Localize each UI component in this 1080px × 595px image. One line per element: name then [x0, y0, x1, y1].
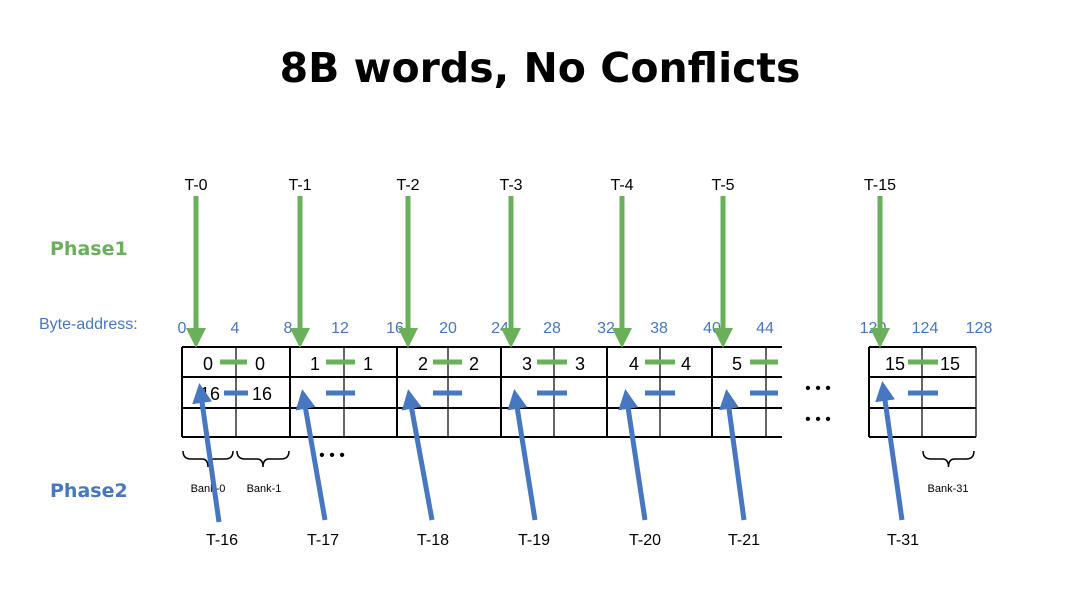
phase1-thread-label: T-2	[396, 177, 419, 194]
bank-label: Bank-1	[247, 483, 282, 495]
word-value: 15	[885, 354, 905, 374]
word-value: 5	[732, 354, 742, 374]
phase2-arrow	[719, 389, 747, 521]
phase2-arrow	[295, 389, 328, 521]
diagram-title: 8B words, No Conflicts	[279, 44, 801, 92]
word-value: 4	[629, 354, 639, 374]
phase2-label: Phase2	[50, 480, 128, 502]
bank-brace	[182, 450, 234, 468]
byte-address-label: Byte-address:	[39, 316, 138, 333]
phase2-thread-label: T-21	[728, 532, 760, 549]
byte-address-value: 40	[703, 320, 721, 337]
phase1-thread-label: T-4	[610, 177, 633, 194]
word-value: 1	[363, 354, 373, 374]
phase1-thread-label: T-3	[499, 177, 522, 194]
phase2-thread-label: T-20	[629, 532, 661, 549]
byte-address-value: 32	[597, 320, 615, 337]
bank-brace	[922, 450, 975, 468]
phase1-thread-label: T-1	[288, 177, 311, 194]
byte-address-value: 38	[650, 320, 668, 337]
byte-address-value: 8	[284, 320, 293, 337]
phase2-thread-label: T-19	[518, 532, 550, 549]
phase1-label: Phase1	[50, 238, 128, 260]
byte-address-value: 24	[491, 320, 509, 337]
bank-brace	[236, 450, 290, 468]
word-value: 16	[252, 384, 272, 404]
byte-address-value: 0	[178, 320, 187, 337]
word-value: 3	[522, 354, 532, 374]
phase2-arrow	[618, 389, 648, 521]
word-value: 15	[940, 354, 960, 374]
word-value: 2	[418, 354, 428, 374]
ellipsis: • • •	[805, 411, 831, 428]
phase2-arrow	[192, 383, 222, 523]
phase1-thread-label: T-0	[184, 177, 207, 194]
phase2-arrow	[507, 389, 538, 521]
byte-address-value: 128	[966, 320, 993, 337]
word-value: 4	[681, 354, 691, 374]
word-value: 0	[255, 354, 265, 374]
phase2-thread-label: T-16	[206, 532, 238, 549]
phase1-thread-label: T-15	[864, 177, 896, 194]
byte-address-value: 28	[543, 320, 561, 337]
word-value: 1	[310, 354, 320, 374]
byte-address-value: 44	[756, 320, 774, 337]
byte-address-value: 12	[331, 320, 349, 337]
phase1-thread-label: T-5	[711, 177, 734, 194]
byte-address-value: 16	[386, 320, 404, 337]
phase2-arrow	[875, 381, 905, 521]
bank-label: Bank-0	[191, 483, 226, 495]
byte-address-value: 20	[439, 320, 457, 337]
phase2-arrow	[401, 389, 435, 521]
phase2-thread-label: T-18	[417, 532, 449, 549]
word-value: 2	[469, 354, 479, 374]
word-value: 0	[203, 354, 213, 374]
ellipsis: • • •	[805, 380, 831, 397]
byte-address-value: 4	[231, 320, 240, 337]
ellipsis: • • •	[319, 447, 345, 464]
byte-address-value: 124	[912, 320, 939, 337]
word-value: 3	[575, 354, 585, 374]
bank-label: Bank-31	[928, 483, 969, 495]
phase2-thread-label: T-17	[307, 532, 339, 549]
phase2-thread-label: T-31	[887, 532, 919, 549]
